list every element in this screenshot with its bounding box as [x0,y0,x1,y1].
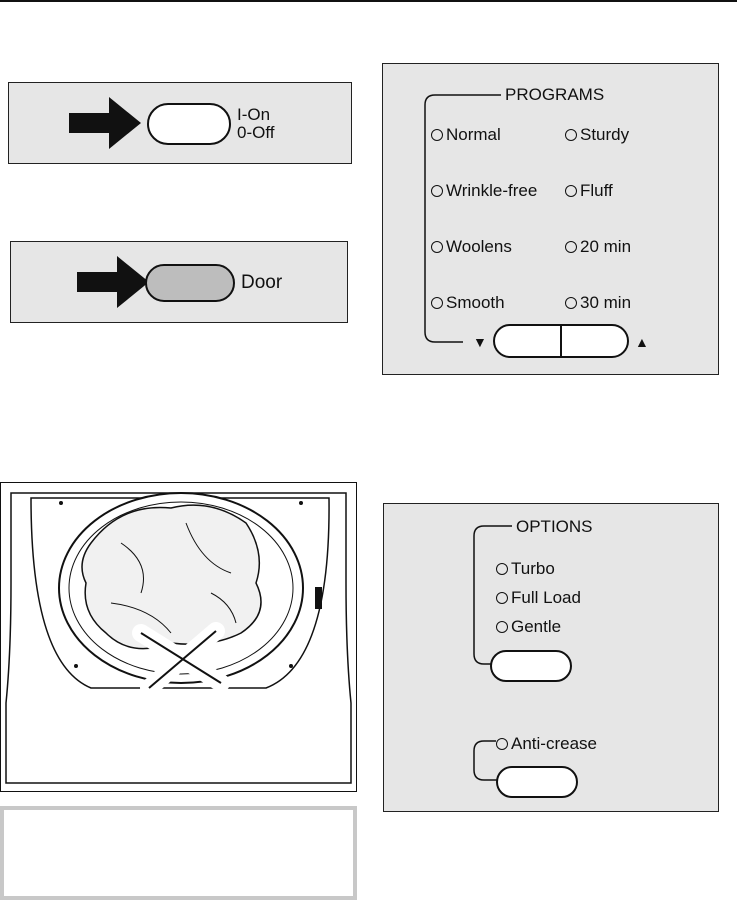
option-turbo[interactable]: Turbo [496,560,555,577]
option-full-load[interactable]: Full Load [496,589,581,606]
indicator-light [496,563,508,575]
programs-bracket [424,94,503,343]
power-on-label: I-On [237,105,271,124]
program-label: Woolens [446,237,512,256]
option-label: Full Load [511,588,581,607]
top-rule [0,0,737,2]
options-panel: OPTIONS Turbo Full Load Gentle Anti-crea… [383,503,719,812]
indicator-light [431,297,443,309]
power-panel: I-On 0-Off [8,82,352,164]
program-fluff[interactable]: Fluff [565,182,613,199]
power-button[interactable] [147,103,231,145]
program-label: Smooth [446,293,505,312]
option-gentle[interactable]: Gentle [496,618,561,635]
program-smooth[interactable]: Smooth [431,294,505,311]
program-label: 20 min [580,237,632,256]
program-wrinkle-free[interactable]: Wrinkle-free [431,182,537,199]
pointer-arrow-icon [69,97,141,149]
indicator-light [431,129,443,141]
option-anti-crease[interactable]: Anti-crease [496,735,597,752]
up-arrow-icon: ▲ [635,334,649,350]
program-label: Normal [446,125,501,144]
power-off-label: 0-Off [237,123,275,142]
option-label: Turbo [511,559,555,578]
programs-header: PROGRAMS [501,85,609,105]
program-label: Wrinkle-free [446,181,538,200]
programs-panel: PROGRAMS Normal Sturdy Wrinkle-free Fluf… [382,63,719,375]
program-label: Fluff [580,181,613,200]
door-button[interactable] [145,264,235,302]
indicator-light [565,297,577,309]
note-box [0,806,357,900]
option-label: Anti-crease [511,734,597,753]
down-arrow-icon: ▼ [473,334,487,350]
program-20-min[interactable]: 20 min [565,238,631,255]
indicator-light [431,185,443,197]
indicator-light [565,241,577,253]
dryer-illustration [0,482,357,792]
indicator-light [565,129,577,141]
program-label: Sturdy [580,125,630,144]
indicator-light [496,738,508,750]
program-sturdy[interactable]: Sturdy [565,126,629,143]
rocker-divider [560,326,562,356]
indicator-light [496,621,508,633]
anti-crease-button[interactable] [496,766,578,798]
door-label: Door [241,272,283,293]
door-panel: Door [10,241,348,323]
options-header: OPTIONS [512,517,597,537]
options-button[interactable] [490,650,572,682]
program-label: 30 min [580,293,632,312]
indicator-light [431,241,443,253]
pointer-arrow-icon [77,256,149,308]
indicator-light [496,592,508,604]
options-bracket [473,525,514,781]
indicator-light [565,185,577,197]
program-30-min[interactable]: 30 min [565,294,631,311]
program-woolens[interactable]: Woolens [431,238,512,255]
option-label: Gentle [511,617,562,636]
dryer-drum-image [5,492,352,784]
program-normal[interactable]: Normal [431,126,501,143]
